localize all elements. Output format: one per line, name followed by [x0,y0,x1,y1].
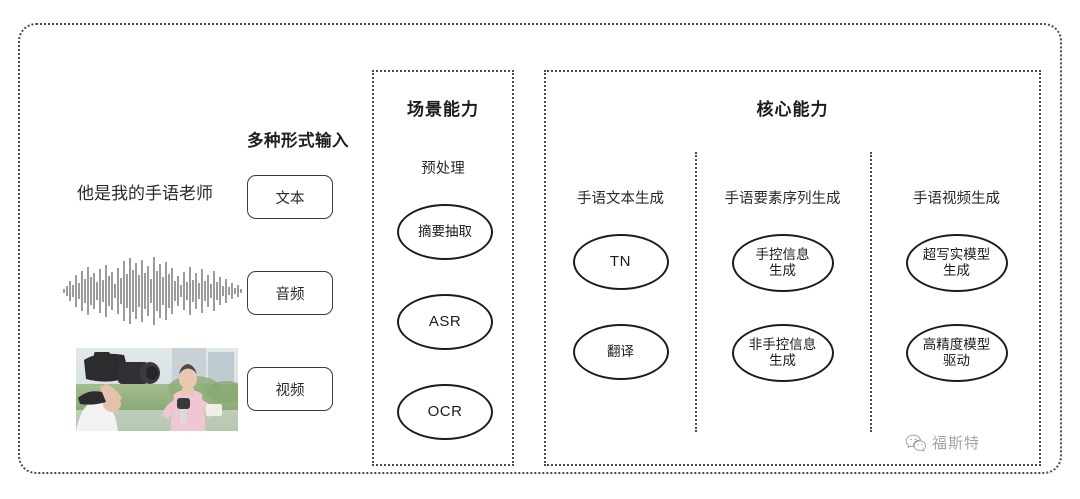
core-node-photorealistic-model-generation[interactable]: 超写实模型 生成 [905,234,1008,292]
input-mode-button-text[interactable]: 文本 [247,175,333,219]
core-node-manual-info-generation[interactable]: 手控信息 生成 [731,234,834,292]
input-section-heading: 多种形式输入 [247,132,349,150]
core-node-line1: 非手控信息 [748,337,817,353]
core-column-label: 手语要素序列生成 [724,191,841,207]
core-node-line1: 高精度模型 [922,337,991,353]
core-node-tn[interactable]: TN [572,234,669,290]
audio-waveform-icon [62,255,244,327]
core-column-label: 手语视频生成 [913,191,1000,207]
watermark-text: 福斯特 [932,435,981,452]
core-node-translation[interactable]: 翻译 [572,324,669,380]
input-section: 多种形式输入 他是我的手语老师 [50,105,350,445]
core-column-sign-video-generation: 手语视频生成 超写实模型 生成 高精度模型 驱动 [870,72,1043,464]
core-node-high-precision-model-driving[interactable]: 高精度模型 驱动 [905,324,1008,382]
sample-text-input: 他是我的手语老师 [77,184,213,203]
core-node-line1: TN [609,253,632,271]
core-column-divider-2 [870,152,872,432]
input-mode-button-audio[interactable]: 音频 [247,271,333,315]
scene-node-ocr[interactable]: OCR [397,384,493,440]
core-node-line2: 生成 [943,263,970,278]
scene-node-asr[interactable]: ASR [397,294,493,350]
core-node-line1: 翻译 [607,344,634,360]
diagram-outer-frame: 多种形式输入 他是我的手语老师 [18,23,1062,474]
core-capability-title: 核心能力 [756,100,829,119]
scene-capability-panel: 场景能力 预处理 摘要抽取 ASR OCR [372,70,514,466]
scene-capability-title: 场景能力 [407,100,479,119]
core-column-label: 手语文本生成 [577,191,664,207]
core-node-line2: 生成 [769,353,796,368]
scene-capability-subtitle: 预处理 [421,161,465,177]
wechat-icon [905,434,927,452]
core-node-line1: 超写实模型 [922,247,991,263]
core-node-line1: 手控信息 [755,247,810,263]
core-node-line2: 驱动 [943,353,970,368]
video-thumbnail-image [76,348,238,431]
core-capability-panel: 核心能力 手语文本生成 TN 翻译 手语要素序列生成 手控信息 生成 [544,70,1041,466]
input-mode-button-video[interactable]: 视频 [247,367,333,411]
core-column-divider-1 [695,152,697,432]
core-node-non-manual-info-generation[interactable]: 非手控信息 生成 [731,324,834,382]
scene-node-summary-extraction[interactable]: 摘要抽取 [397,204,493,260]
core-node-line2: 生成 [769,263,796,278]
watermark: 福斯特 [905,432,980,453]
core-column-sign-text-generation: 手语文本生成 TN 翻译 [546,72,695,464]
core-column-sign-element-sequence-generation: 手语要素序列生成 手控信息 生成 非手控信息 生成 [695,72,870,464]
